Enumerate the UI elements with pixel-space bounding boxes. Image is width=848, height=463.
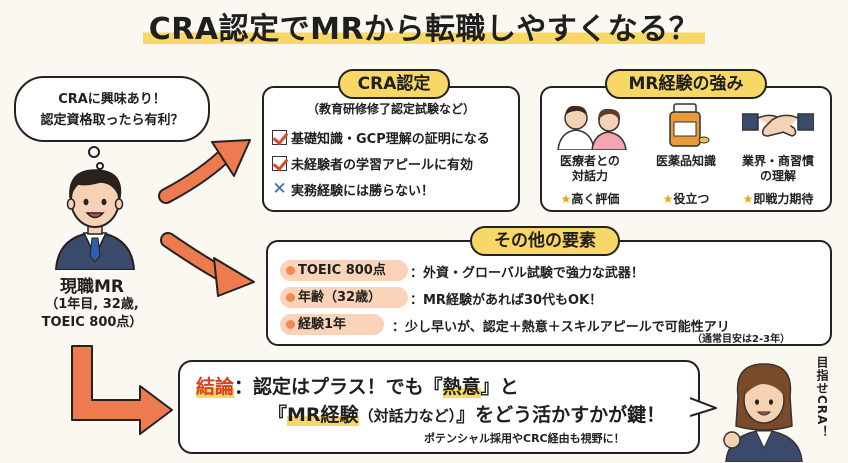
mr-strength-rating: ★即戦力期待 [730, 190, 826, 207]
mr-strength-label: 医薬品知識 [650, 154, 722, 169]
mr-strength-label: 医療者との 対話力 [548, 154, 632, 184]
conclusion-text: 認定はプラス！でも『 [253, 376, 443, 398]
conclusion-text: 『 [268, 404, 288, 426]
mr-strength-label: 業界・商習慣 の理解 [730, 154, 826, 184]
conclusion-text: （対話力など） [358, 407, 457, 425]
mr-name: 現職MR [59, 277, 124, 297]
arrow-to-other [162, 234, 228, 280]
factor-pill-age: 年齢（32歳） [280, 287, 408, 308]
page-title: CRA認定でMRから転職しやすくなる？ [0, 4, 848, 48]
thought-bubble: CRAに興味あり！ 認定資格取ったら有利？ [14, 76, 210, 142]
rating-text: 即戦力期待 [753, 192, 814, 206]
check-icon [272, 156, 287, 171]
mr-strength-label-line: 医療者との [560, 154, 620, 168]
conclusion-label: 結論 [196, 376, 235, 398]
thought-line-2: 認定資格取ったら有利？ [40, 113, 184, 128]
mr-strength-label-line: の理解 [759, 169, 796, 183]
conclusion-colon: ： [234, 376, 254, 398]
arrow-to-cra [160, 152, 228, 202]
star-icon: ★ [662, 192, 674, 206]
conclusion-subtext: ポテンシャル採用やCRC経由も視野に！ [424, 432, 625, 445]
factor-text: ：MR経験があれば30代もOK！ [410, 293, 603, 308]
mr-person-icon [54, 169, 136, 270]
factor-pill-experience: 経験1年 [280, 314, 384, 335]
cra-heading: CRA認定 [338, 69, 450, 99]
conclusion-text: 』と [480, 376, 519, 398]
bullet-dot-icon [286, 293, 295, 302]
mr-info-line-2: TOEIC 800点） [41, 315, 143, 330]
cra-item: 未経験者の学習アピールに有効 [272, 154, 473, 173]
factor-text: ：外資・グローバル試験で強力な武器！ [410, 266, 644, 281]
factor-text: ：少し早いが、認定＋熱意＋スキルアピールで可能性アリ [392, 320, 730, 335]
doctor-nurse-icon [557, 105, 627, 150]
mr-info-line-1: （1年目, 32歳, [45, 297, 139, 312]
other-factors-heading: その他の要素 [470, 226, 620, 256]
conclusion-box [178, 360, 700, 454]
star-icon: ★ [742, 192, 754, 206]
cra-item: ✕ 実務経験には勝らない！ [272, 179, 435, 200]
mr-strength-heading: MR経験の強み [605, 69, 767, 99]
factor-label: TOEIC 800点 [298, 263, 386, 278]
cross-icon: ✕ [272, 179, 287, 199]
mr-strength-label-line: 医薬品知識 [655, 154, 716, 168]
conclusion-line-1: 結論：認定はプラス！でも『熱意』と [196, 372, 519, 399]
mr-info: （1年目, 32歳, TOEIC 800点） [22, 296, 162, 332]
medicine-bottle-icon [669, 103, 710, 147]
bullet-dot-icon [286, 266, 295, 275]
page-title-text: CRA認定でMRから転職しやすくなる？ [142, 12, 706, 47]
woman-cheering-icon [723, 363, 803, 462]
conclusion-text: 』をどう活かすかが鍵！ [456, 404, 666, 426]
conclusion-line-2: 『MR経験（対話力など）』をどう活かすかが鍵！ [268, 400, 665, 427]
factor-pill-toeic: TOEIC 800点 [280, 260, 408, 281]
mr-strength-label-line: 対話力 [571, 169, 608, 183]
factor-label: 経験1年 [298, 317, 347, 332]
cra-item: 基礎知識・GCP理解の証明になる [272, 128, 490, 147]
handshake-icon [742, 113, 814, 137]
thought-dot [96, 162, 104, 170]
conclusion-tail [690, 397, 717, 417]
check-icon [272, 130, 287, 145]
thought-dot [88, 146, 100, 158]
mr-strength-label-line: 業界・商習慣 [741, 154, 814, 168]
factor-label: 年齢（32歳） [298, 290, 382, 305]
cra-subtitle: （教育研修修了認定試験など） [306, 102, 475, 116]
cra-item-text: 基礎知識・GCP理解の証明になる [291, 132, 490, 147]
conclusion-keyword: MR経験 [287, 404, 359, 426]
mr-strength-rating: ★役立つ [650, 190, 722, 207]
cra-item-text: 未経験者の学習アピールに有効 [291, 158, 474, 173]
rating-text: 役立つ [673, 192, 710, 206]
mr-strength-rating: ★高く評価 [548, 190, 632, 207]
conclusion-keyword: 熱意 [442, 376, 481, 398]
factor-note: （通常目安は2-3年） [692, 334, 791, 345]
cra-item-text: 実務経験には勝らない！ [291, 184, 435, 199]
arrow-to-conclusion [71, 345, 173, 435]
rating-text: 高く評価 [571, 192, 620, 206]
bullet-dot-icon [286, 320, 295, 329]
star-icon: ★ [560, 192, 572, 206]
thought-line-1: CRAに興味あり！ [58, 92, 166, 107]
side-cheer-text: 目指せCRA！ [815, 356, 829, 439]
